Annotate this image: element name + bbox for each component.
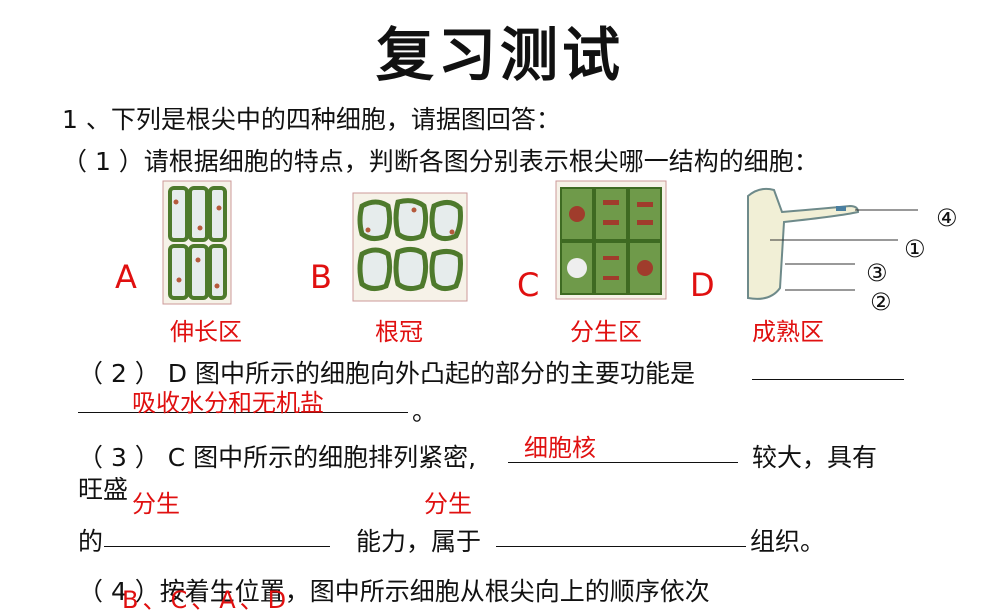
question-3-answer-2: 分生 (132, 490, 180, 518)
answer-a: 伸长区 (170, 318, 242, 346)
question-1-sub1: （ 1 ）请根据细胞的特点，判断各图分别表示根尖哪一结构的细胞： (62, 147, 819, 176)
marker-3: ③ (866, 259, 888, 287)
figure-d-letter: D (690, 266, 715, 304)
figure-a-elongation-cells (162, 180, 232, 305)
figure-c-letter: C (517, 266, 540, 304)
marker-1: ① (904, 235, 926, 263)
question-1-stem: 1 、下列是根尖中的四种细胞，请据图回答： (62, 105, 561, 134)
question-3-blank-1[interactable] (508, 436, 738, 463)
answer-d: 成熟区 (752, 318, 824, 346)
question-2-answer: 吸收水分和无机盐 (132, 389, 324, 417)
figure-c-meristem-cells (555, 180, 667, 300)
question-3-line2-prefix: 的 (78, 527, 104, 556)
question-2-blank-2[interactable] (78, 386, 408, 413)
question-3-answer-3: 分生 (424, 490, 472, 518)
answer-b: 根冠 (375, 318, 423, 346)
figure-d-root-hair-cell (747, 187, 860, 300)
figure-b-letter: B (310, 258, 332, 296)
question-2-blank-1[interactable] (752, 353, 904, 380)
answer-c: 分生区 (570, 318, 642, 346)
marker-2: ② (870, 288, 892, 316)
question-3-blank-3[interactable] (496, 520, 746, 547)
figure-b-root-cap-cells (352, 192, 468, 302)
page-title: 复习测试 (375, 21, 624, 89)
figure-d-leader-lines (770, 209, 918, 291)
question-3-text-2: 较大，具有 (752, 443, 878, 472)
figure-a-letter: A (115, 258, 137, 296)
question-2-text: （ 2 ） D 图中所示的细胞向外凸起的部分的主要功能是 (78, 359, 695, 388)
question-3-text-3: 旺盛 (78, 475, 129, 504)
marker-4: ④ (936, 204, 958, 232)
question-3-answer-1: 细胞核 (524, 434, 596, 462)
question-3-text-5: 组织。 (750, 527, 826, 556)
question-2-end: 。 (412, 397, 438, 426)
question-3-text-4: 能力，属于 (356, 527, 482, 556)
question-4-answer: B、C、A、D (122, 586, 291, 614)
question-3-text-1: （ 3 ） C 图中所示的细胞排列紧密, (78, 443, 477, 472)
question-3-blank-2[interactable] (104, 520, 330, 547)
